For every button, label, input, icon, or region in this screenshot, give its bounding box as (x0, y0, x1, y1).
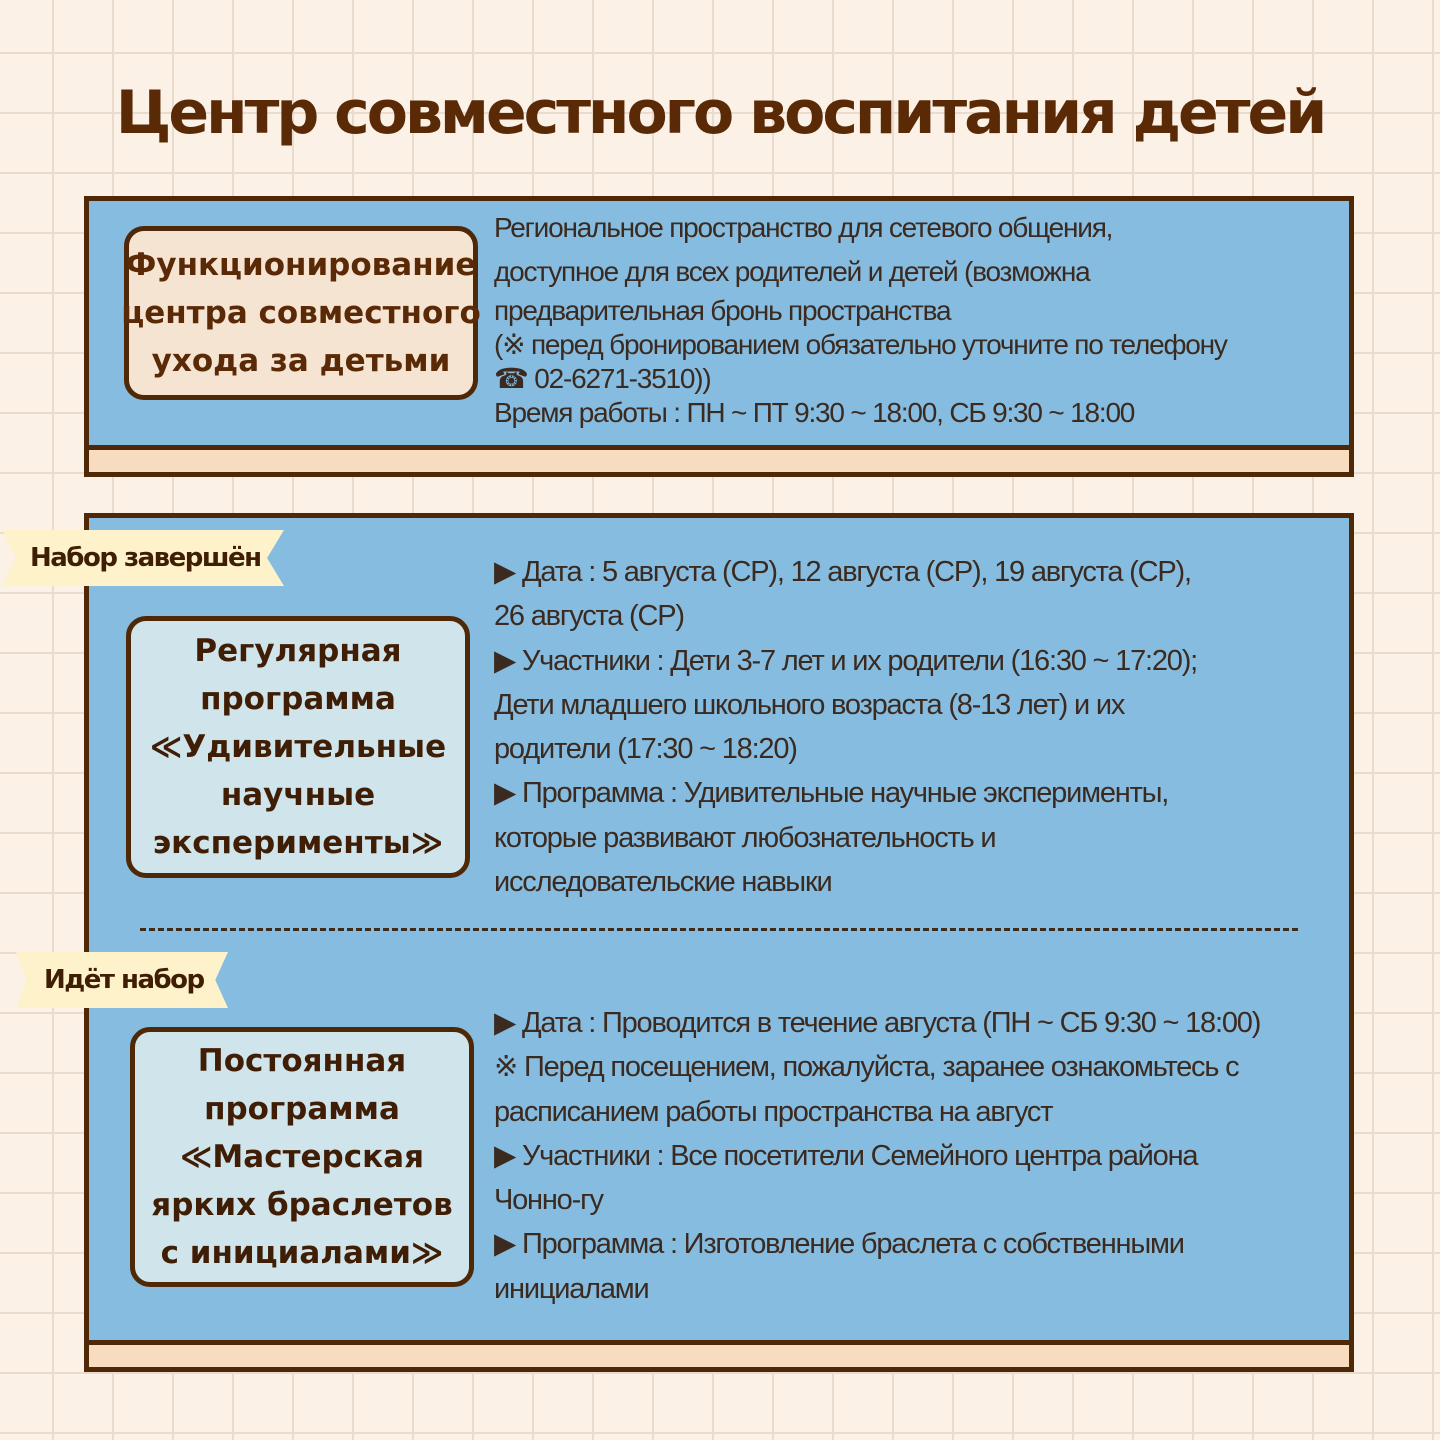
description-line: ▶ Дата : Проводится в течение августа (П… (494, 1007, 1261, 1039)
section-label-science: Регулярная программа ≪Удивительные научн… (126, 616, 470, 878)
section-label-coworking: Функционирование центра совместного уход… (121, 226, 481, 400)
section-label-line: центра совместного (121, 295, 481, 331)
description-line: исследовательские навыки (494, 866, 833, 899)
description-line: ▶ Программа : Удивительные научные экспе… (494, 777, 1169, 810)
section-label-line: Функционирование (125, 247, 477, 283)
section-label-line: ≪Мастерская (179, 1139, 424, 1175)
section-label-line: с инициалами≫ (160, 1235, 444, 1271)
description-line: ▶ Дата : 5 августа (СР), 12 августа (СР)… (494, 556, 1192, 588)
section-description-coworking: Региональное пространство для сетевого о… (494, 206, 1228, 430)
description-line: предварительная бронь пространства (494, 295, 952, 326)
section-description-bracelet: ▶ Дата : Проводится в течение августа (П… (494, 1001, 1261, 1311)
dashed-divider (140, 928, 1298, 931)
section-label-line: Постоянная (197, 1043, 407, 1079)
info-card-footer (84, 445, 1354, 477)
description-line: Дети младшего школьного возраста (8-13 л… (494, 688, 1125, 721)
description-line: ▶ Программа : Изготовление браслета с со… (494, 1228, 1185, 1261)
section-label-line: ярких браслетов (151, 1187, 453, 1223)
description-line: которые развивают любознательность и (494, 821, 997, 854)
section-label-line: научные (220, 777, 376, 813)
section-label-line: программа (204, 1091, 400, 1127)
section-label-line: ухода за детьми (151, 343, 451, 379)
description-line: ▶ Участники : Дети 3-7 лет и их родители… (494, 644, 1198, 677)
description-line: ※ Перед посещением, пожалуйста, заранее … (494, 1051, 1240, 1084)
page-title: Центр совместного воспитания детей (115, 78, 1327, 148)
status-badge-open: Идёт набор (16, 952, 228, 1008)
description-line: родители (17:30 ~ 18:20) (494, 733, 798, 766)
description-line: доступное для всех родителей и детей (во… (494, 256, 1091, 287)
section-description-science: ▶ Дата : 5 августа (СР), 12 августа (СР)… (494, 550, 1198, 904)
description-line: расписанием работы пространства на авгус… (494, 1095, 1054, 1128)
section-label-line: Регулярная (194, 633, 402, 669)
section-label-line: эксперименты≫ (152, 825, 444, 861)
working-hours-line: Время работы : ПН ~ ПТ 9:30 ~ 18:00, СБ … (494, 397, 1135, 428)
section-label-line: ≪Удивительные (149, 729, 447, 765)
info-card-footer (84, 1340, 1354, 1372)
description-line: Чонно-гу (494, 1184, 604, 1217)
description-line: инициалами (494, 1272, 650, 1305)
description-line: Региональное пространство для сетевого о… (494, 212, 1113, 243)
description-line: (※ перед бронированием обязательно уточн… (494, 329, 1228, 360)
section-label-line: программа (200, 681, 396, 717)
section-label-bracelet: Постоянная программа ≪Мастерская ярких б… (130, 1027, 474, 1287)
description-line: ▶ Участники : Все посетители Семейного ц… (494, 1139, 1199, 1172)
description-line: 26 августа (СР) (494, 600, 685, 633)
status-badge-closed: Набор завершён (2, 530, 284, 586)
phone-line: ☎ 02-6271-3510)) (494, 363, 712, 394)
